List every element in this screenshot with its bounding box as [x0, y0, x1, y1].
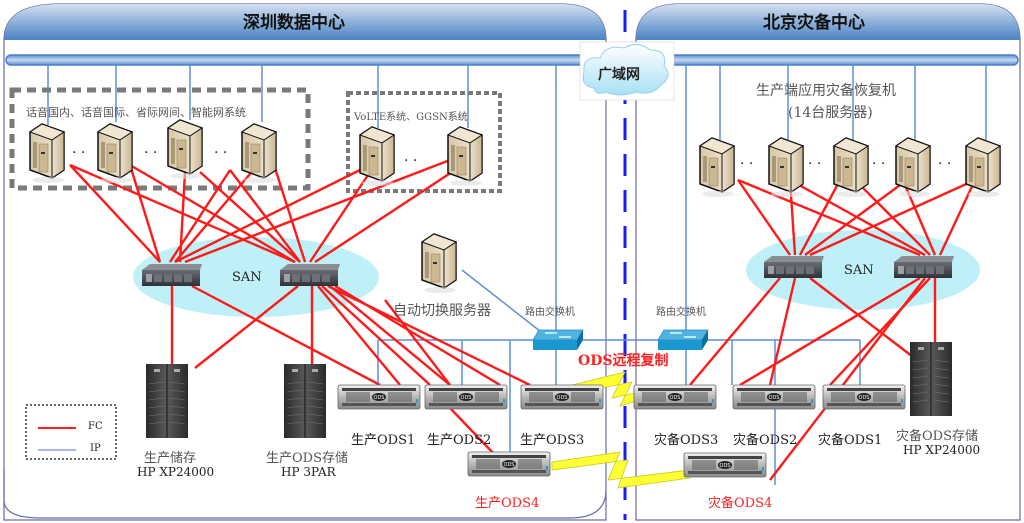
prod-ods-storage-icon: [283, 363, 327, 439]
ods-dr4-label: 灾备ODS4: [708, 496, 773, 511]
san-switch-icon: [764, 256, 824, 278]
server-group-label-voice: 话音国内、话音国际、省际网间、智能网系统: [26, 106, 246, 119]
auto-switch-server-label: 自动切换服务器: [393, 303, 491, 319]
ods-dr3-icon: [633, 384, 717, 410]
ods-prod2-icon: [424, 384, 508, 410]
router-switch-icon-left: [532, 329, 584, 351]
router-switch-label-right: 路由交换机: [656, 307, 706, 318]
server-group-voice: · · · · · ·: [29, 119, 277, 184]
ods-prod3-label: 生产ODS3: [520, 433, 585, 448]
san-switch-icon: [280, 264, 340, 286]
server-group-box-volte: [346, 91, 502, 193]
dr-ods-storage-label-line1: 灾备ODS存储: [896, 429, 978, 444]
prod-ods-storage-label-line1: 生产ODS存储: [266, 451, 348, 466]
replication-label: ODS远程复制: [578, 353, 669, 369]
svg-text:· ·: · ·: [404, 153, 417, 169]
ods-prod1-label: 生产ODS1: [351, 433, 416, 448]
svg-text:· ·: · ·: [144, 145, 157, 161]
ods-dr4-icon: [683, 452, 767, 478]
dr-ods-storage-icon: [909, 341, 953, 417]
router-switch-label-left: 路由交换机: [525, 307, 575, 318]
prod-storage-label-line2: HP XP24000: [137, 465, 215, 479]
san-cloud-right: [746, 230, 980, 310]
router-switch-icon-right: [657, 329, 709, 351]
ods-dr2-icon: [732, 384, 816, 410]
san-cloud-left: [133, 237, 379, 317]
ods-prod1-icon: [337, 384, 421, 410]
legend-fc-label: FC: [88, 421, 103, 432]
ods-dr1-label: 灾备ODS1: [818, 433, 883, 448]
svg-text:· ·: · ·: [214, 145, 227, 161]
wan-bus: [5, 54, 1019, 66]
legend-ip-label: IP: [90, 443, 101, 454]
san-switch-icon: [894, 256, 954, 278]
wan-label: 广域网: [598, 67, 640, 83]
ods-dr1-icon: [822, 384, 906, 410]
prod-storage-label-line1: 生产储存: [144, 451, 197, 466]
prod-storage-icon: [145, 363, 189, 439]
svg-text:· ·: · ·: [872, 156, 885, 172]
svg-text:· ·: · ·: [938, 156, 951, 172]
ods-prod2-label: 生产ODS2: [427, 433, 492, 448]
fc-links: [69, 158, 977, 481]
legend: [25, 404, 117, 460]
ip-links: [47, 65, 987, 485]
prod-ods-storage-label-line2: HP 3PAR: [281, 465, 336, 479]
dr-server-group-label-line1: 生产端应用灾备恢复机: [756, 83, 896, 99]
server-group-volte: · ·: [359, 126, 483, 187]
svg-text:· ·: · ·: [808, 156, 821, 172]
ods-prod4-icon: [467, 451, 551, 477]
dr-ods-storage-label-line2: HP XP24000: [903, 443, 981, 457]
san-switch-icon: [142, 264, 202, 286]
server-group-label-volte: VoLTE系统、GGSN系统: [354, 112, 468, 123]
ods-prod4-label: 生产ODS4: [475, 496, 540, 511]
ods-dr2-label: 灾备ODS2: [733, 433, 798, 448]
server-group-dr: · · · · · · · ·: [699, 137, 1001, 198]
region-title-beijing: 北京灾备中心: [763, 13, 865, 33]
svg-text:· ·: · ·: [72, 145, 85, 161]
region-title-shenzhen: 深圳数据中心: [243, 13, 345, 33]
dr-server-group-label-line2: (14台服务器): [788, 105, 873, 121]
ods-dr3-label: 灾备ODS3: [654, 433, 719, 448]
san-label-right: SAN: [844, 263, 874, 278]
san-label-left: SAN: [232, 270, 262, 285]
ods-prod3-icon: [520, 384, 604, 410]
server-group-box-voice: [9, 87, 311, 191]
svg-text:· ·: · ·: [740, 156, 753, 172]
wan-cloud: [579, 41, 675, 101]
